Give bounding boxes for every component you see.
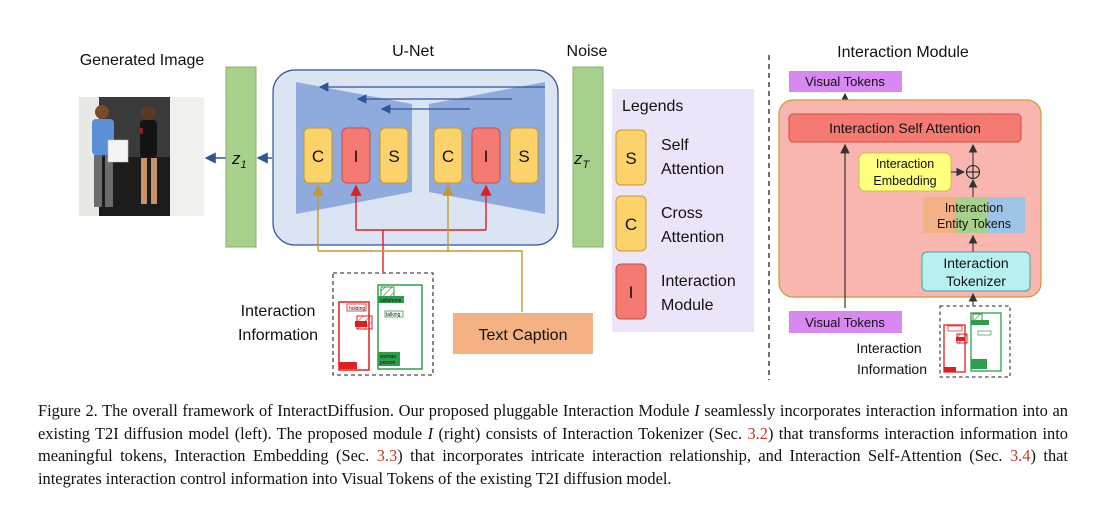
zt-label: zT <box>573 149 591 171</box>
interaction-embedding-block: Interaction Embedding <box>858 152 952 192</box>
svg-text:cellphone: cellphone <box>380 298 402 304</box>
svg-text:Interaction: Interaction <box>943 255 1008 271</box>
figure-caption: Figure 2. The overall framework of Inter… <box>38 401 1069 488</box>
interaction-information-box: holding cellphone talking woman person <box>332 272 434 376</box>
svg-text:Module: Module <box>661 297 714 314</box>
svg-text:Text Caption: Text Caption <box>479 327 568 344</box>
z1-latent-bar <box>225 66 257 248</box>
generated-image-label: Generated Image <box>80 52 205 69</box>
interaction-information-label-line2: Information <box>238 327 318 344</box>
svg-text:Interaction Self Attention: Interaction Self Attention <box>829 120 981 136</box>
svg-text:S: S <box>518 147 529 166</box>
svg-text:Interaction: Interaction <box>945 201 1003 215</box>
svg-text:C: C <box>312 147 324 166</box>
interaction-tokenizer-block: Interaction Tokenizer <box>921 251 1031 292</box>
svg-text:Embedding: Embedding <box>873 174 936 188</box>
unet-block-interaction-left: I <box>341 127 371 184</box>
svg-text:Entity Tokens: Entity Tokens <box>937 217 1011 231</box>
svg-text:I: I <box>484 147 489 166</box>
generated-image <box>79 97 204 216</box>
svg-text:person: person <box>380 360 396 366</box>
interaction-module-title: Interaction Module <box>837 44 969 61</box>
framework-diagram: Generated Image z1 U-Net C I <box>79 43 1042 380</box>
interaction-self-attention-block: Interaction Self Attention <box>788 113 1022 143</box>
svg-text:I: I <box>354 147 359 166</box>
svg-text:Attention: Attention <box>661 229 724 246</box>
unet-block-self-right: S <box>509 127 539 184</box>
svg-text:Interaction: Interaction <box>661 273 736 290</box>
z1-label: z1 <box>231 149 247 171</box>
unet-block-cross-left: C <box>303 127 333 184</box>
visual-tokens-output: Visual Tokens <box>789 71 902 92</box>
text-caption-connector <box>317 186 523 312</box>
interaction-entity-tokens-block: Interaction Entity Tokens <box>923 197 1025 233</box>
svg-text:Cross: Cross <box>661 205 703 222</box>
plus-icon <box>965 164 981 180</box>
interaction-information-label-line1: Interaction <box>241 303 316 320</box>
svg-text:S: S <box>625 149 636 168</box>
svg-text:Visual Tokens: Visual Tokens <box>805 74 885 89</box>
svg-text:Tokenizer: Tokenizer <box>946 273 1006 289</box>
svg-text:C: C <box>442 147 454 166</box>
svg-text:Self: Self <box>661 137 689 154</box>
svg-text:Attention: Attention <box>661 161 724 178</box>
legend-title: Legends <box>622 98 683 115</box>
svg-text:S: S <box>388 147 399 166</box>
module-info-label-line2: Information <box>857 361 927 377</box>
text-caption-box: Text Caption <box>453 313 593 354</box>
unet-block-interaction-right: I <box>471 127 501 184</box>
visual-tokens-input: Visual Tokens <box>789 311 902 333</box>
svg-text:C: C <box>625 215 637 234</box>
svg-text:Interaction: Interaction <box>876 157 934 171</box>
unet-block-self-left: S <box>379 127 409 184</box>
interaction-info-connector <box>355 186 487 272</box>
module-info-label-line1: Interaction <box>856 340 921 356</box>
zt-latent-bar <box>572 66 604 248</box>
svg-text:holding: holding <box>349 306 365 312</box>
noise-label: Noise <box>567 43 608 60</box>
module-interaction-information-box <box>939 305 1011 378</box>
unet-block-cross-right: C <box>433 127 463 184</box>
svg-text:talking: talking <box>386 312 401 318</box>
unet-label: U-Net <box>392 43 434 60</box>
svg-text:woman: woman <box>380 354 396 360</box>
svg-text:I: I <box>629 283 634 302</box>
svg-text:Visual Tokens: Visual Tokens <box>805 315 885 330</box>
legend: Legends S Self Attention C Cross Attenti… <box>612 89 754 332</box>
